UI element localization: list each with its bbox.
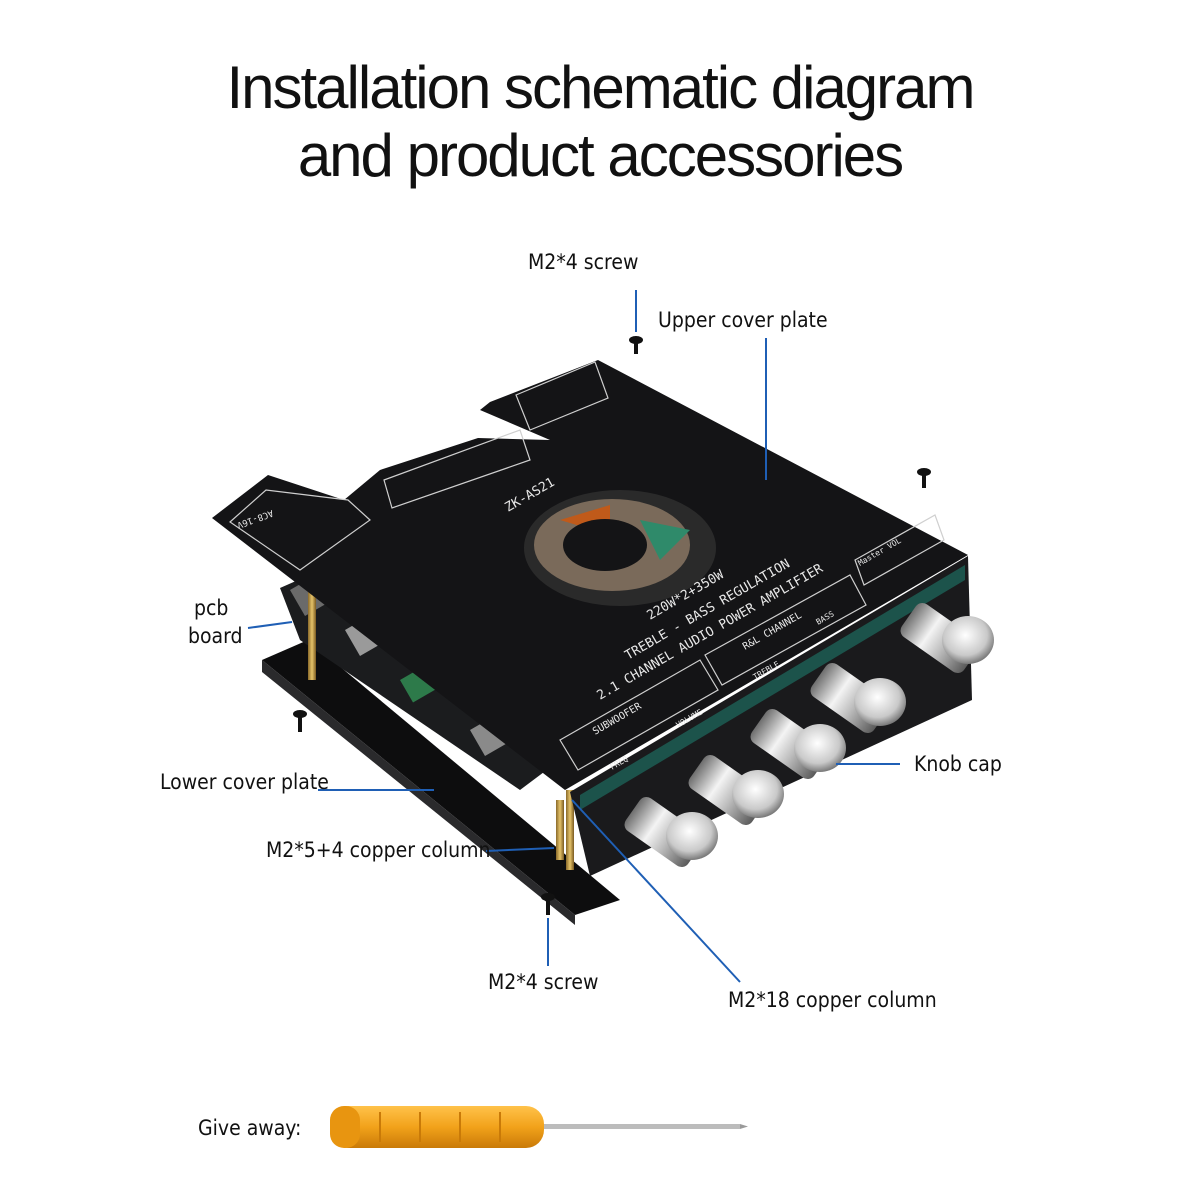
screwdriver [330,1106,748,1148]
copper-column [308,590,316,680]
knob-cap [750,708,846,780]
knob-cap [688,754,784,826]
screw-icon [629,336,643,354]
copper-column [556,800,564,860]
knob-cap [810,662,906,734]
knob-cap [624,796,718,868]
label-screw-top: M2*4 screw [528,250,639,274]
label-lower-cover-plate: Lower cover plate [160,770,329,794]
leader-lines [247,290,900,983]
label-give-away: Give away: [198,1116,302,1140]
label-knob-cap: Knob cap [914,752,1002,776]
label-copper-column-5-4: M2*5+4 copper column [266,838,491,862]
label-pcb-line-1: pcb [194,596,229,620]
label-screw-bottom: M2*4 screw [488,970,599,994]
title-line-1: Installation schematic diagram [226,54,975,121]
screw-icon [541,893,555,915]
title-line-2: and product accessories [297,122,904,189]
screw-icon [293,710,307,732]
copper-column [566,790,574,870]
screw-icon [917,468,931,488]
knob-cap [900,602,994,674]
lower-cover-plate [262,640,620,915]
fan [524,490,716,606]
label-pcb-line-2: board [188,624,243,648]
label-upper-cover-plate: Upper cover plate [658,308,828,332]
label-copper-column-18: M2*18 copper column [728,988,937,1012]
